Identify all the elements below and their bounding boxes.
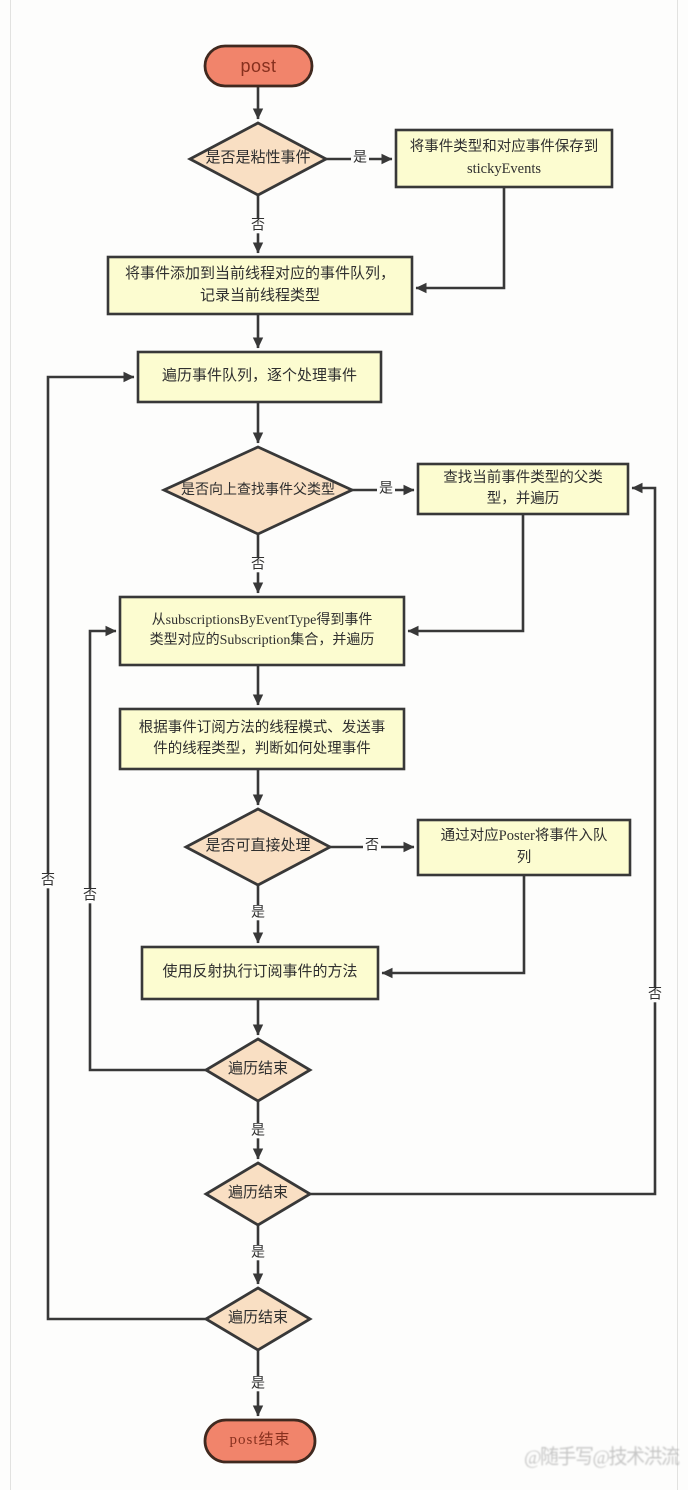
- loop-end-subscription-shape: [203, 1037, 313, 1103]
- edge-findparent-to-subs: [407, 514, 525, 637]
- edge-label-parent-yes: 是: [377, 481, 395, 497]
- page-edge-left: [10, 0, 11, 1490]
- poster-enqueue-shape: [416, 818, 632, 877]
- start-terminal-shape: [203, 44, 314, 88]
- edge-label-parent-no: 否: [249, 557, 267, 573]
- edge-label-queue-loop-yes: 是: [249, 1376, 267, 1392]
- edge-label-direct-no: 否: [363, 838, 381, 854]
- save-sticky-shape: [394, 128, 614, 189]
- edge-label-sticky-yes: 是: [351, 150, 369, 166]
- edge-poster-to-reflect: [381, 875, 526, 979]
- iterate-queue-shape: [136, 350, 383, 404]
- edge-label-sub-loop-yes: 是: [249, 1123, 267, 1139]
- loop-end-parent-shape: [203, 1161, 313, 1227]
- loop-end-queue-shape: [203, 1286, 313, 1352]
- edge-loop2-no-back-to-findparent: [310, 482, 657, 1196]
- edge-label-parent-loop-no: 否: [646, 987, 664, 1003]
- edge-label-sticky-no: 否: [249, 218, 267, 234]
- find-parent-types-shape: [416, 462, 630, 516]
- edge-savesticky-to-addqueue: [415, 187, 506, 294]
- page-edge-right: [677, 0, 678, 1490]
- add-to-queue-shape: [106, 255, 414, 316]
- get-subscriptions-shape: [118, 595, 406, 667]
- decision-sticky-shape: [187, 121, 329, 197]
- edge-label-queue-loop-no: 否: [39, 873, 57, 889]
- edge-label-direct-yes: 是: [249, 905, 267, 921]
- edge-loop3-no-back-to-iterate: [46, 371, 206, 1321]
- edge-label-sub-loop-no: 否: [81, 888, 99, 904]
- judge-thread-mode-shape: [118, 707, 406, 771]
- watermark-text: @随手写@技术洪流: [524, 1446, 680, 1469]
- decision-lookup-parent-shape: [160, 445, 356, 536]
- edge-label-parent-loop-yes: 是: [249, 1245, 267, 1261]
- invoke-reflection-shape: [140, 945, 380, 1001]
- end-terminal-shape: [203, 1418, 317, 1464]
- decision-direct-shape: [183, 807, 333, 887]
- edge-loop1-no-back-to-subs: [88, 625, 206, 1072]
